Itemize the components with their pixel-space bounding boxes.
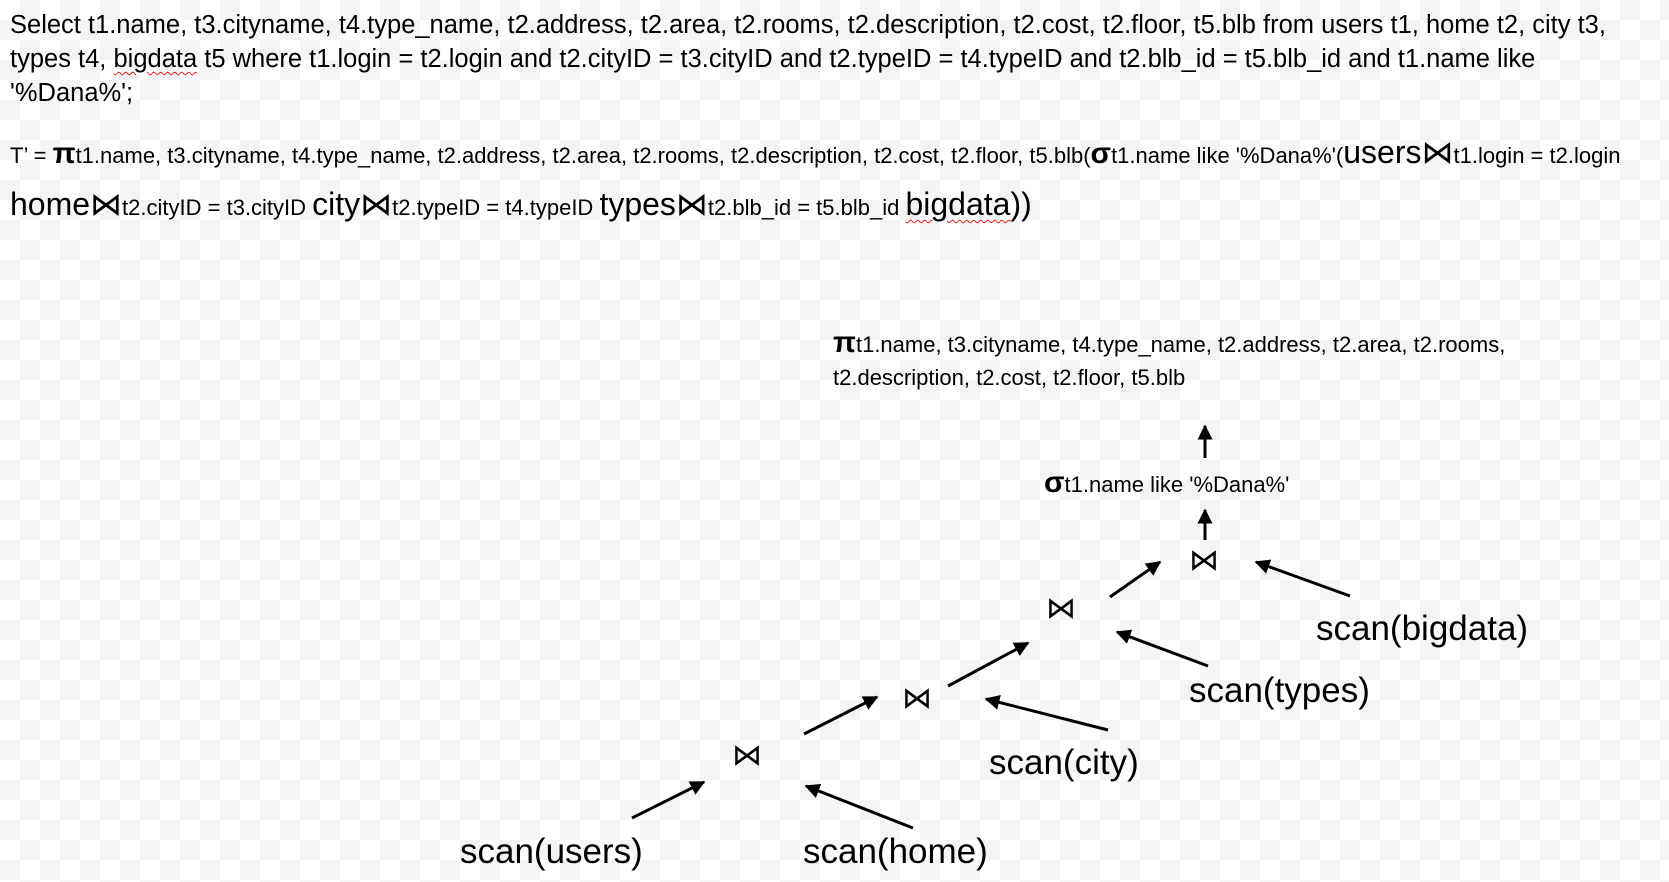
ra-projection-list: t1.name, t3.cityname, t4.type_name, t2.a… bbox=[75, 143, 1091, 168]
sql-query: Select t1.name, t3.cityname, t4.type_nam… bbox=[10, 8, 1660, 110]
tree-scan-types: scan(types) bbox=[1189, 671, 1370, 710]
tree-scan-users: scan(users) bbox=[460, 832, 643, 871]
ra-join-symbol: ⋈ bbox=[360, 186, 393, 222]
tree-pi-symbol: π bbox=[833, 326, 856, 359]
arrow-scan-bigdata-to-join4 bbox=[1254, 559, 1351, 598]
ra-join-symbol: ⋈ bbox=[90, 186, 123, 222]
arrow-join1-to-join2 bbox=[803, 695, 879, 736]
ra-relation-city: city bbox=[312, 186, 361, 222]
ra-join-condition-city: t2.cityID = t3.cityID bbox=[122, 195, 313, 220]
tree-selection-node: σt1.name like '%Dana%' bbox=[1044, 466, 1289, 500]
arrow-scan-types-to-join3 bbox=[1115, 629, 1209, 668]
sql-query-part2: t5 where t1.login = t2.login and t2.city… bbox=[10, 45, 1536, 107]
tree-scan-bigdata: scan(bigdata) bbox=[1316, 609, 1529, 648]
tree-projection-node: πt1.name, t3.cityname, t4.type_name, t2.… bbox=[833, 326, 1533, 394]
ra-closing-parens: )) bbox=[1010, 186, 1032, 222]
sql-query-part1: Select t1.name, t3.cityname, t4.type_nam… bbox=[10, 11, 1606, 73]
tree-projection-text: t1.name, t3.cityname, t4.type_name, t2.a… bbox=[833, 332, 1506, 390]
sql-query-misspelled-word: bigdata bbox=[113, 45, 198, 73]
ra-join-condition-login: t1.login = t2.login bbox=[1453, 143, 1621, 168]
tree-scan-home: scan(home) bbox=[803, 832, 988, 871]
ra-selection-condition: t1.name like '%Dana%'( bbox=[1111, 143, 1344, 168]
tree-join-node-1: ⋈ bbox=[732, 739, 762, 772]
arrow-join2-to-join3 bbox=[947, 641, 1030, 688]
ra-relation-types: types bbox=[599, 186, 676, 222]
relational-algebra-expression: T’ = πt1.name, t3.cityname, t4.type_name… bbox=[10, 128, 1660, 232]
ra-pi-symbol: π bbox=[52, 137, 76, 170]
arrow-scan-home-to-join1 bbox=[804, 783, 914, 830]
ra-relation-users: users bbox=[1343, 134, 1422, 170]
tree-join-node-3: ⋈ bbox=[1046, 592, 1076, 625]
arrow-join3-to-join4 bbox=[1109, 560, 1162, 599]
ra-relation-home: home bbox=[10, 186, 91, 222]
ra-prefix: T’ = bbox=[10, 143, 53, 168]
ra-join-symbol: ⋈ bbox=[675, 186, 708, 222]
tree-join-node-4: ⋈ bbox=[1189, 544, 1219, 577]
ra-join-symbol: ⋈ bbox=[1421, 134, 1454, 170]
tree-selection-text: t1.name like '%Dana%' bbox=[1064, 472, 1290, 497]
arrow-scan-city-to-join2 bbox=[984, 695, 1109, 732]
ra-join-condition-blb: t2.blb_id = t5.blb_id bbox=[707, 195, 906, 220]
tree-join-node-2: ⋈ bbox=[902, 682, 932, 715]
tree-sigma-symbol: σ bbox=[1044, 466, 1065, 499]
arrow-scan-users-to-join1 bbox=[631, 780, 706, 820]
tree-scan-city: scan(city) bbox=[989, 743, 1139, 782]
ra-sigma-symbol: σ bbox=[1090, 137, 1112, 170]
ra-join-condition-type: t2.typeID = t4.typeID bbox=[392, 195, 600, 220]
ra-relation-bigdata: bigdata bbox=[905, 186, 1011, 222]
